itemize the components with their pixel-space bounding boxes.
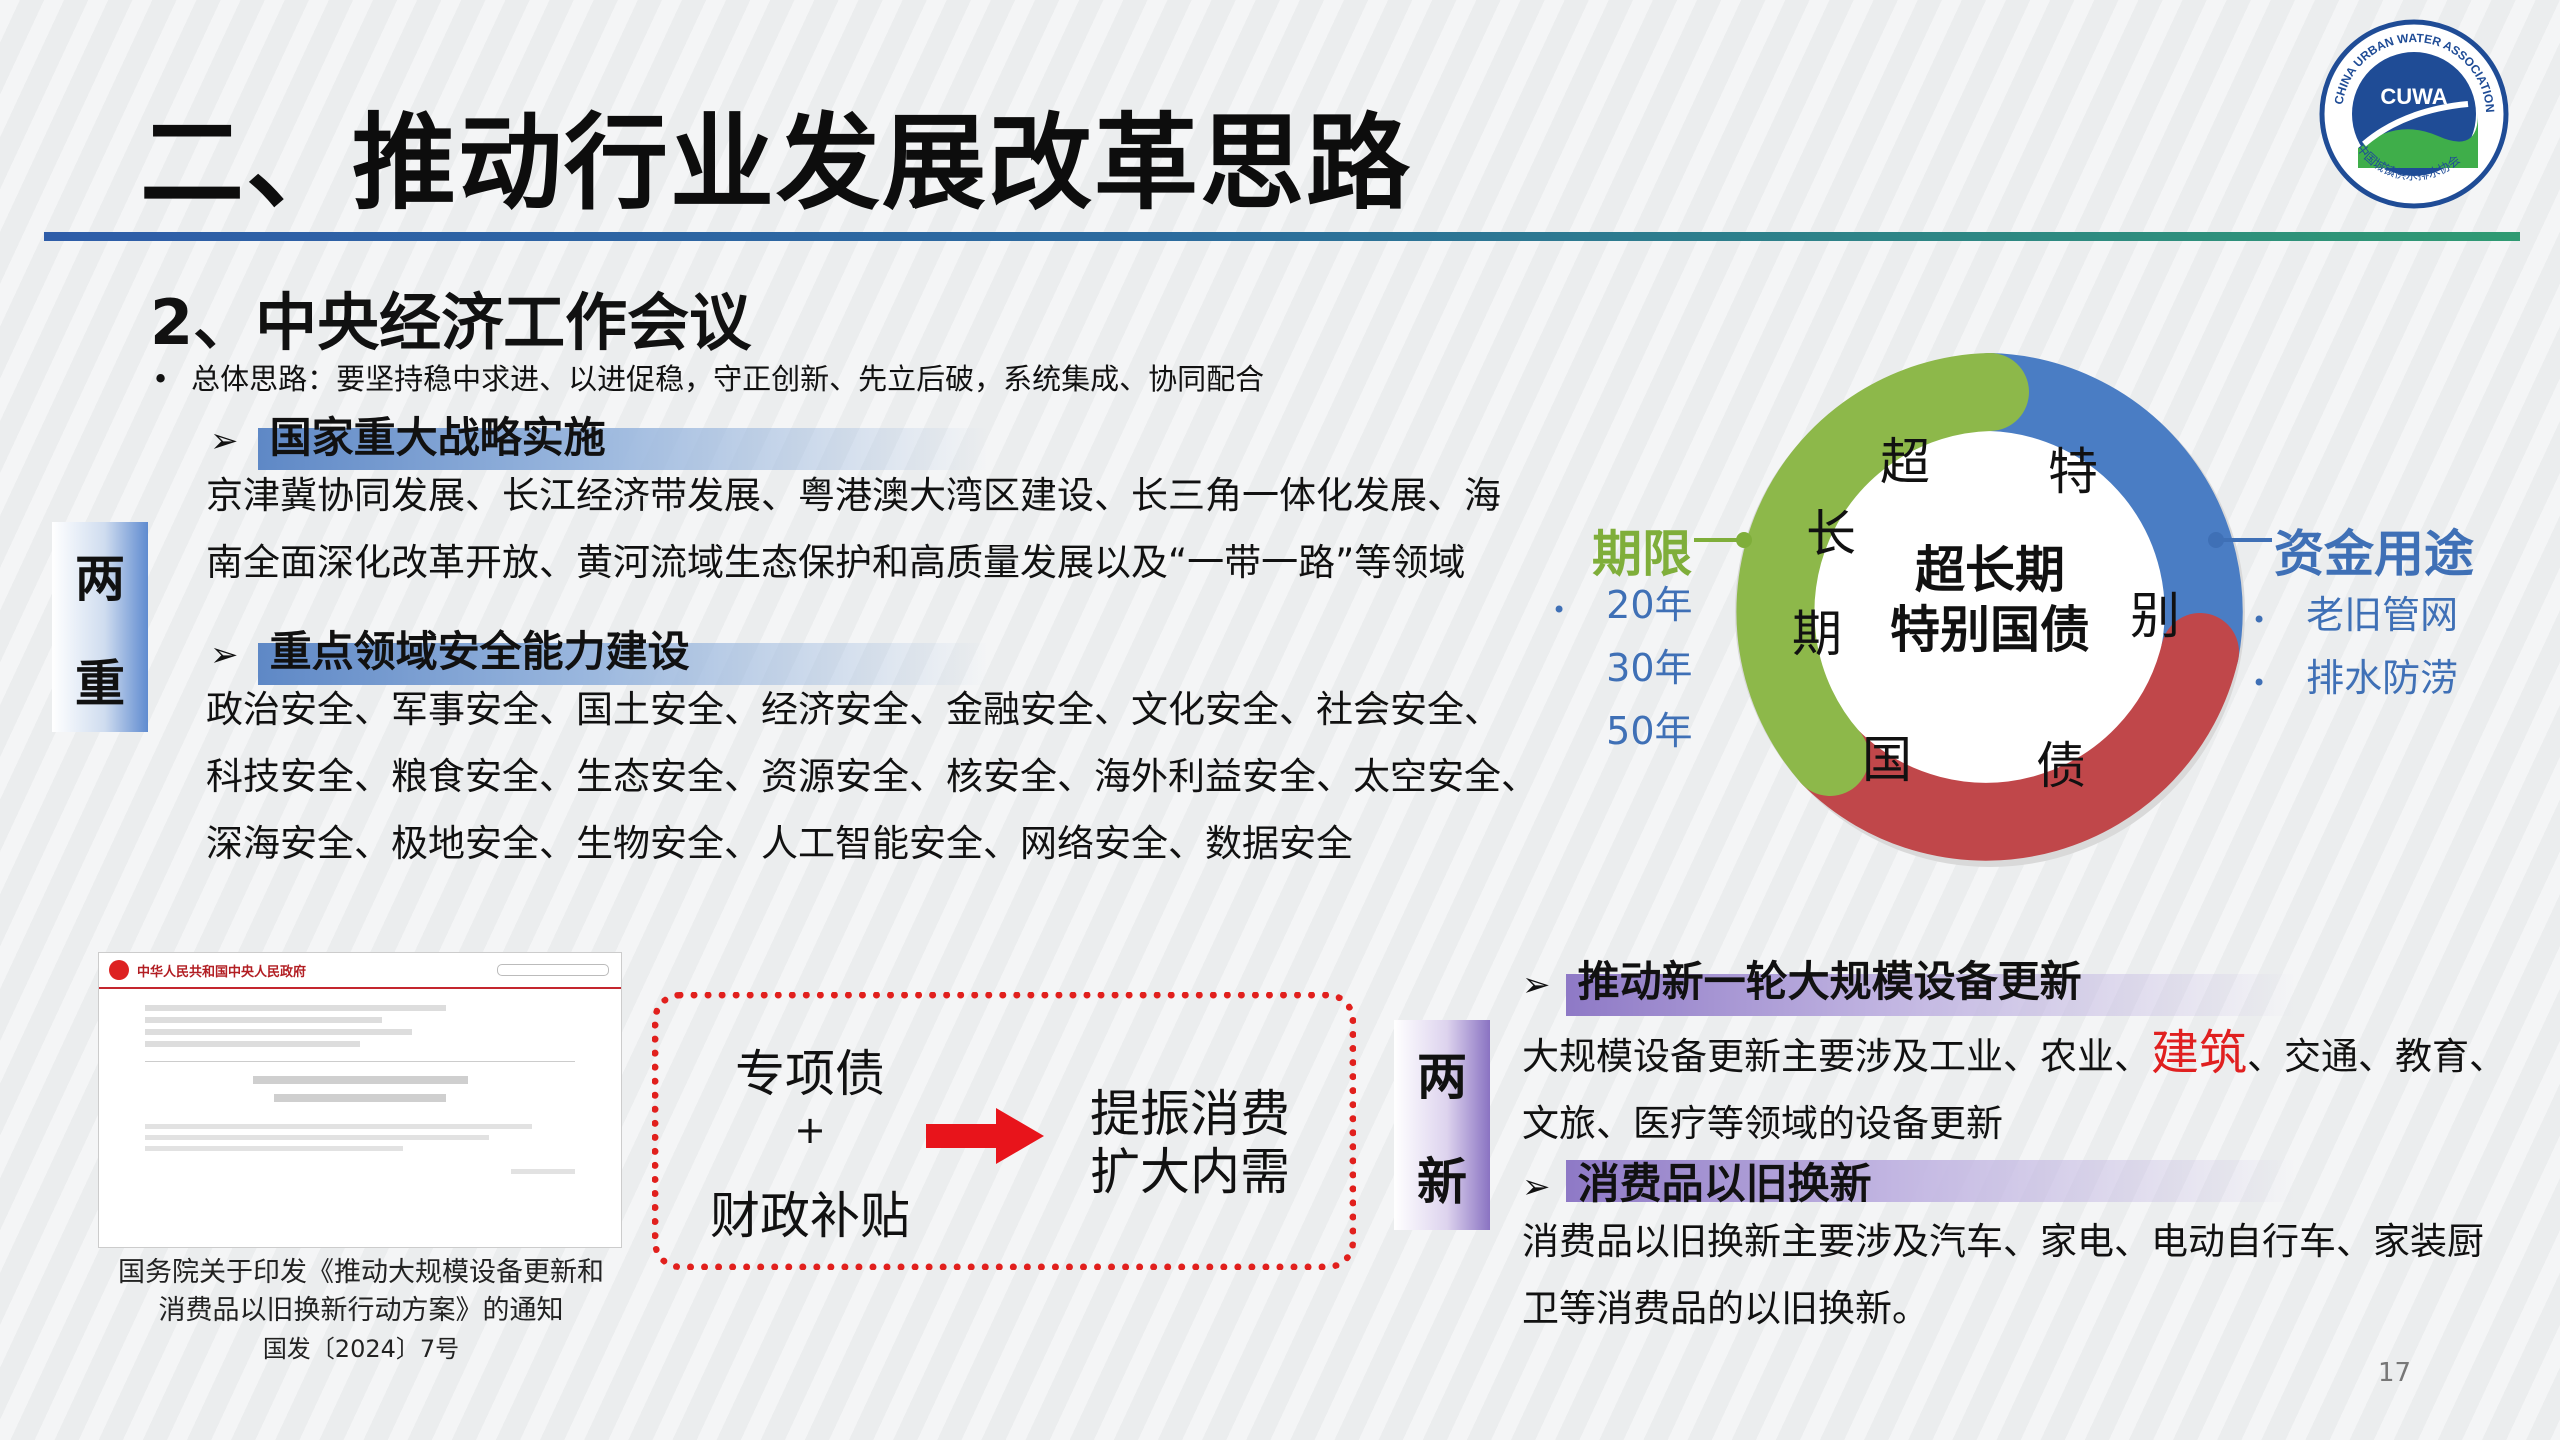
text-line: 南全面深化改革开放、黄河流域生态保护和高质量发展以及“一带一路”等领域 (206, 541, 1466, 584)
section4-title: 消费品以旧换新 (1577, 1159, 1872, 1208)
label-liang-zhong: 两 重 (52, 522, 148, 732)
center-line: 超长期 (1915, 541, 2065, 599)
section1-title: 国家重大战略实施 (269, 413, 606, 462)
heading-band (1566, 1160, 2296, 1202)
heading-band (258, 428, 988, 470)
heading-band (258, 643, 988, 685)
flow-item: 专项债 (735, 1045, 885, 1103)
text-line: 政治安全、军事安全、国土安全、经济安全、金融安全、文化安全、社会安全、 (206, 688, 1501, 731)
ring-char: 超 (1880, 433, 1930, 491)
ring-green-segment (1736, 353, 2029, 796)
ring-char: 期 (1792, 605, 1842, 663)
intro-line: • 总体思路：要坚持稳中求进、以进促稳，守正创新、先立后破，系统集成、协同配合 (152, 356, 1264, 398)
cuwa-logo: CUWA CHINA URBAN WATER ASSOCIATION 中国城镇供… (2318, 18, 2510, 210)
ring-char: 别 (2130, 587, 2180, 645)
center-line: 特别国债 (1890, 601, 2090, 659)
red-arrow-icon (926, 1108, 1044, 1168)
text-span: 、交通、教育、 (2247, 1035, 2507, 1078)
flow-result: 提振消费 (1090, 1085, 1290, 1143)
funds-list: •老旧管网 •排水防涝 (2252, 593, 2459, 700)
caption-line: 国发〔2024〕7号 (262, 1335, 460, 1363)
section2-title: 重点领域安全能力建设 (269, 627, 690, 676)
term-connector-dot (1736, 532, 1752, 548)
funds-label: 资金用途 (2274, 525, 2474, 583)
section3-body: 大规模设备更新主要涉及工业、农业、建筑、交通、教育、 文旅、医疗等领域的设备更新 (1522, 1020, 2506, 1157)
flow-item: 财政补贴 (710, 1187, 910, 1245)
label-liang-xin: 两 新 (1394, 1020, 1490, 1230)
funds-item: 排水防涝 (2306, 656, 2459, 700)
ring-char: 长 (1806, 505, 1856, 563)
highlight-text: 建筑 (2151, 1025, 2248, 1081)
text-line: 文旅、医疗等领域的设备更新 (1522, 1102, 2003, 1145)
term-item: 30年 (1606, 646, 1693, 690)
text-line: 京津冀协同发展、长江经济带发展、粤港澳大湾区建设、长三角一体化发展、海 (206, 474, 1501, 517)
logo-text: CUWA (2380, 84, 2447, 109)
page-title: 二、推动行业发展改革思路 (140, 102, 1413, 224)
ring-char: 特 (2048, 443, 2098, 501)
section2-body: 政治安全、军事安全、国土安全、经济安全、金融安全、文化安全、社会安全、 科技安全… (206, 676, 1538, 877)
funds-connector-dot (2208, 532, 2224, 548)
text-span: 大规模设备更新主要涉及工业、农业、 (1522, 1035, 2151, 1078)
section-subtitle: 2、中央经济工作会议 (150, 286, 752, 359)
heading-band (1566, 974, 2296, 1016)
section3-title: 推动新一轮大规模设备更新 (1577, 957, 2082, 1006)
caption-line: 国务院关于印发《推动大规模设备更新和 (118, 1257, 604, 1288)
title-divider (44, 232, 2520, 241)
label-char: 两 (75, 549, 125, 608)
term-connector (1694, 538, 1738, 542)
term-label: 期限 (1592, 525, 1692, 583)
section1-heading: ➢ 国家重大战略实施 (210, 404, 606, 465)
policy-document-thumbnail: 中华人民共和国中央人民政府 (98, 952, 622, 1248)
intro-text: 总体思路：要坚持稳中求进、以进促稳，守正创新、先立后破，系统集成、协同配合 (191, 362, 1265, 396)
ring-center-title: 超长期 特别国债 (1870, 540, 2110, 660)
ring-red-segment (1791, 613, 2239, 861)
text-line: 消费品以旧换新主要涉及汽车、家电、电动自行车、家装厨 (1522, 1220, 2484, 1263)
text-line: 深海安全、极地安全、生物安全、人工智能安全、网络安全、数据安全 (206, 822, 1353, 865)
doc-header: 中华人民共和国中央人民政府 (137, 964, 307, 980)
text-line: 科技安全、粮食安全、生态安全、资源安全、核安全、海外利益安全、太空安全、 (206, 755, 1538, 798)
policy-flow-box (652, 992, 1356, 1270)
section1-body: 京津冀协同发展、长江经济带发展、粤港澳大湾区建设、长三角一体化发展、海 南全面深… (206, 462, 1501, 596)
section3-heading: ➢ 推动新一轮大规模设备更新 (1522, 948, 2082, 1009)
flow-result: 扩大内需 (1090, 1143, 1290, 1201)
label-char: 新 (1417, 1152, 1467, 1211)
section4-heading: ➢ 消费品以旧换新 (1522, 1150, 1872, 1211)
text-line: 卫等消费品的以旧换新。 (1522, 1287, 1929, 1330)
flow-plus: + (794, 1108, 826, 1152)
label-char: 重 (75, 654, 125, 713)
label-char: 两 (1417, 1047, 1467, 1106)
section4-body: 消费品以旧换新主要涉及汽车、家电、电动自行车、家装厨 卫等消费品的以旧换新。 (1522, 1208, 2484, 1342)
term-item: 20年 (1606, 583, 1693, 627)
page-number: 17 (2378, 1358, 2412, 1388)
bullet-dot: • (152, 362, 170, 396)
section2-heading: ➢ 重点领域安全能力建设 (210, 618, 690, 679)
arrow-bullet-icon: ➢ (1522, 1167, 1551, 1207)
funds-connector (2222, 538, 2272, 542)
text-line: 大规模设备更新主要涉及工业、农业、建筑、交通、教育、 (1522, 1020, 2506, 1090)
arrow-bullet-icon: ➢ (210, 421, 239, 461)
ring-char: 国 (1862, 731, 1912, 789)
funds-item: 老旧管网 (2306, 593, 2459, 637)
document-caption: 国务院关于印发《推动大规模设备更新和 消费品以旧换新行动方案》的通知 国发〔20… (96, 1254, 626, 1368)
ring-char: 债 (2036, 737, 2086, 795)
term-item: 50年 (1606, 709, 1693, 753)
ring-blue-segment (1951, 353, 2243, 691)
caption-line: 消费品以旧换新行动方案》的通知 (158, 1295, 564, 1326)
doc-search-icon (497, 964, 609, 976)
emblem-icon (109, 960, 129, 980)
arrow-bullet-icon: ➢ (1522, 965, 1551, 1005)
bond-ring-diagram (1730, 352, 2250, 872)
term-list: •20年 •30年 •50年 (1552, 583, 1693, 753)
arrow-bullet-icon: ➢ (210, 635, 239, 675)
